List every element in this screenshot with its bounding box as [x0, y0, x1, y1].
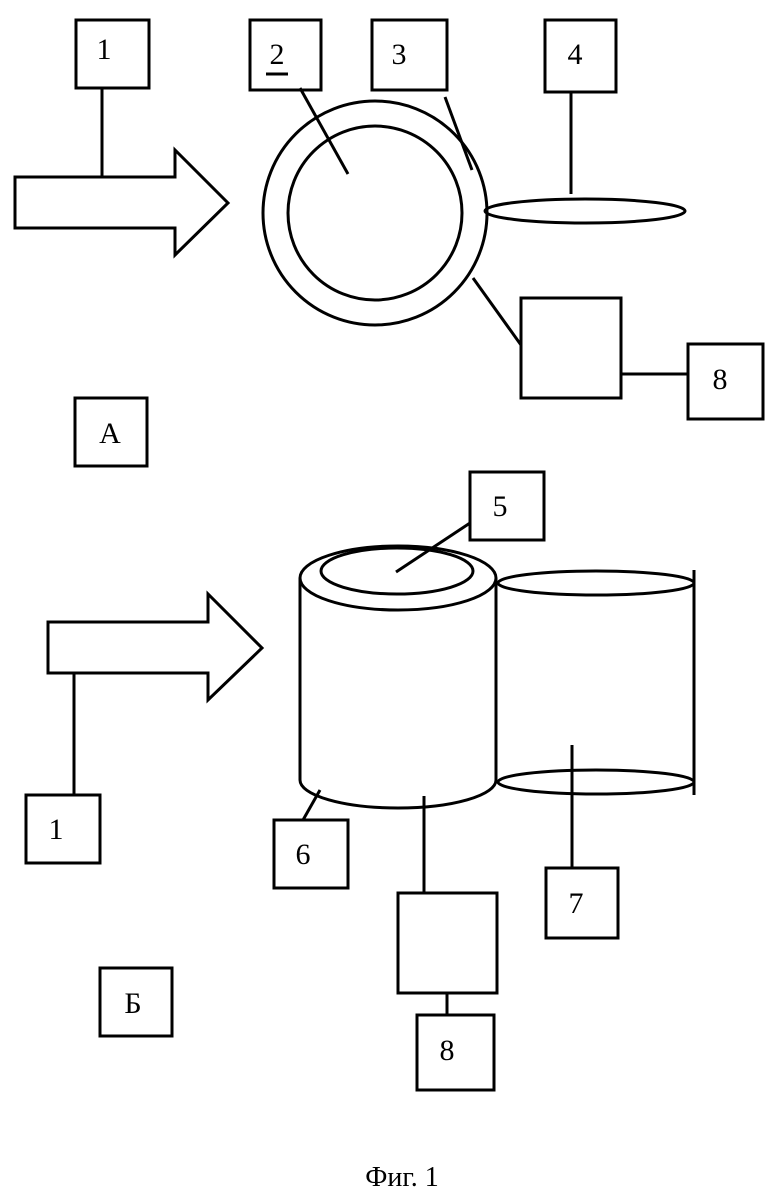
panel-b-side-bottom [498, 770, 694, 794]
panel-a-label-1: 1 [97, 33, 112, 66]
panel-b-label-8: 8 [440, 1034, 455, 1067]
panel-a-label-8: 8 [713, 363, 728, 396]
panel-a-unit [521, 298, 621, 398]
panel-a: 1 2 3 4 8 А [15, 20, 763, 466]
panel-a-panel-label: А [99, 417, 121, 450]
panel-b-cylinder-top [300, 546, 496, 610]
panel-a-label-4: 4 [568, 38, 583, 71]
panel-b-side-top [498, 571, 694, 595]
panel-a-leader-3 [445, 97, 472, 170]
panel-b-label-5: 5 [493, 490, 508, 523]
panel-b-cylinder-bottom [300, 780, 496, 808]
panel-b: 1 5 7 6 8 Б [26, 472, 694, 1090]
panel-b-box-6 [274, 820, 348, 888]
panel-b-box-8 [417, 1015, 494, 1090]
panel-a-leader-2 [300, 88, 348, 174]
panel-a-outer-ring [263, 101, 487, 325]
panel-a-inner-core [288, 126, 462, 300]
panel-a-label-2: 2 [270, 38, 285, 71]
panel-b-unit [398, 893, 497, 993]
panel-b-label-6: 6 [296, 838, 311, 871]
panel-b-label-7: 7 [569, 887, 584, 920]
panel-a-box-3 [372, 20, 447, 90]
figure-caption: Фиг. 1 [365, 1162, 438, 1193]
panel-b-label-1: 1 [49, 813, 64, 846]
panel-a-arrow [15, 150, 228, 255]
panel-a-lens [485, 199, 685, 223]
panel-b-arrow [48, 594, 262, 700]
panel-a-box-2 [250, 20, 321, 90]
panel-b-panel-label: Б [124, 987, 141, 1020]
panel-a-connector-unit [473, 278, 521, 345]
panel-a-label-3: 3 [392, 38, 407, 71]
panel-a-box-1 [76, 20, 149, 88]
